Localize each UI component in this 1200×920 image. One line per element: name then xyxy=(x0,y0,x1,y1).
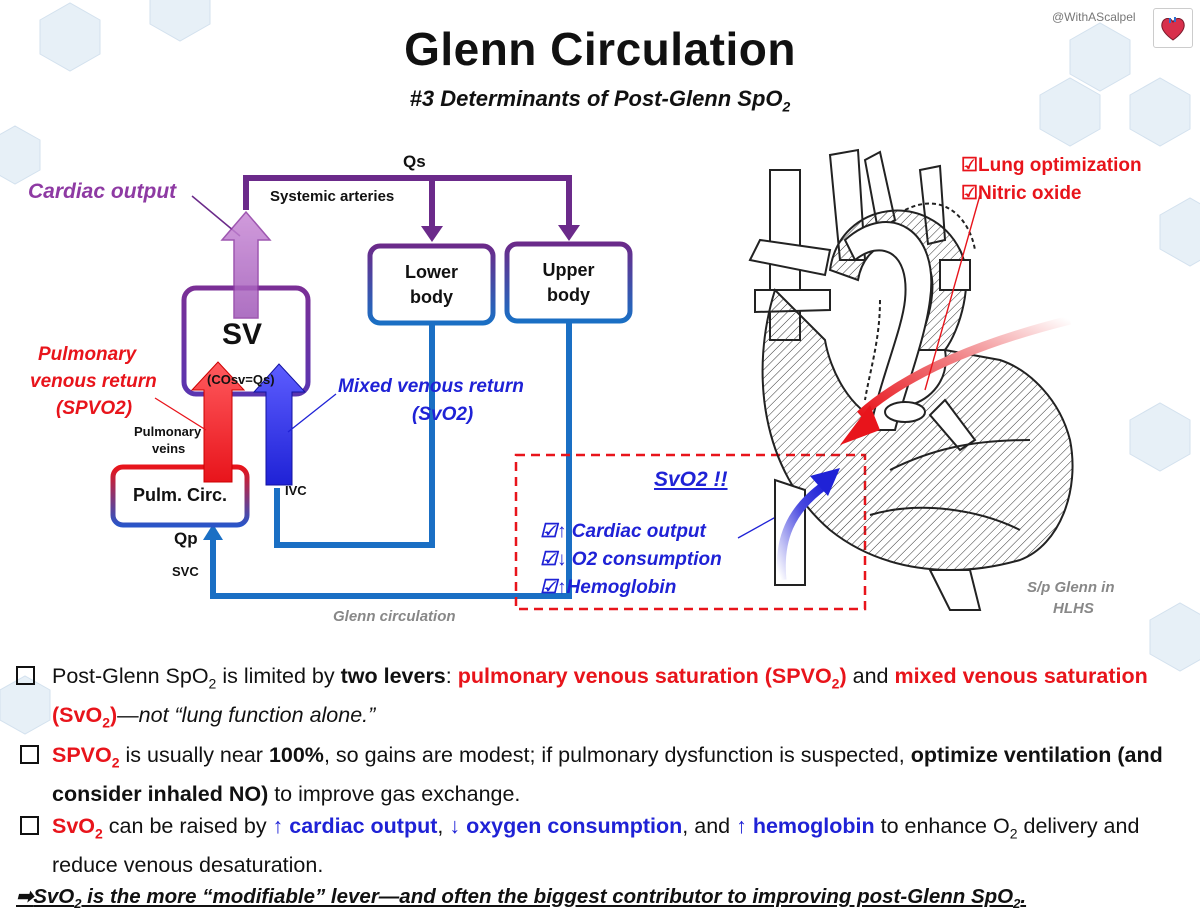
pvr-label-3: (SPVO2) xyxy=(56,398,133,419)
svo2-items: ☑↑ Cardiac output ☑↓ O2 consumption ☑↑He… xyxy=(540,518,722,602)
svo2-item-hemoglobin: ☑↑Hemoglobin xyxy=(540,577,677,598)
heart-caption-1: S/p Glenn in xyxy=(1027,579,1115,596)
svc-label: SVC xyxy=(172,564,199,579)
co-equation-label: (COsv=Qs) xyxy=(207,372,275,387)
pvr-label-2: venous return xyxy=(30,371,157,392)
ivc-label: IVC xyxy=(285,483,307,498)
mixed-venous-arrow xyxy=(252,363,307,486)
qs-label: Qs xyxy=(403,152,426,171)
conclusion-line: ➡SvO2 is the more “modifiable” lever—and… xyxy=(16,885,1027,912)
pulmonary-flow-curve xyxy=(856,315,1072,419)
upper-body-box xyxy=(504,241,633,324)
arrow-to-lower-body xyxy=(421,226,443,242)
systemic-arteries-label: Systemic arteries xyxy=(270,188,395,205)
pvr-pointer xyxy=(154,397,207,431)
lower-body-box xyxy=(367,243,496,326)
svo2-item-o2-consumption: ☑↓ O2 consumption xyxy=(540,549,722,570)
arrow-to-pulm-circ xyxy=(203,524,223,540)
lung-item-nitric-oxide: ☑Nitric oxide xyxy=(961,183,1082,204)
lung-items: ☑Lung optimization ☑Nitric oxide xyxy=(961,152,1142,208)
glenn-circulation-caption: Glenn circulation xyxy=(333,608,456,625)
checkbox-icon xyxy=(20,815,39,835)
hexagon-background xyxy=(0,0,1200,735)
author-handle: @WithAScalpel xyxy=(1052,10,1136,24)
red-curve-arrowhead xyxy=(840,405,880,445)
pulm-circ-label: Pulm. Circ. xyxy=(132,485,228,505)
upper-body-label-2: body xyxy=(547,285,590,305)
mvr-label-1: Mixed venous return xyxy=(338,376,524,397)
pulmonary-venous-arrow xyxy=(190,361,246,483)
page-subtitle: #3 Determinants of Post-Glenn SpO2 xyxy=(409,86,791,115)
svo2-item-cardiac-output: ☑↑ Cardiac output xyxy=(540,521,706,542)
bullet-3: SvO2 can be raised by ↑ cardiac output, … xyxy=(16,810,1191,881)
mvr-label-2: (SvO2) xyxy=(412,404,474,425)
lung-pointer xyxy=(924,194,981,391)
upper-body-label-1: Upper xyxy=(542,260,595,280)
lower-body-label-2: body xyxy=(410,287,453,307)
svc-glenn-line xyxy=(210,320,572,599)
pvr-label-1: Pulmonary xyxy=(38,344,137,365)
ivc-return-line xyxy=(274,322,435,548)
lung-item-optimization: ☑Lung optimization xyxy=(961,155,1142,176)
svo2-title: SvO2 !! xyxy=(654,468,728,491)
checkbox-icon xyxy=(20,744,39,764)
systemic-artery-lines xyxy=(243,175,572,228)
venous-flow-curve xyxy=(776,481,828,581)
lower-body-label-1: Lower xyxy=(404,262,458,282)
cardiac-output-arrow xyxy=(220,210,272,319)
bullet-2: SPVO2 is usually near 100%, so gains are… xyxy=(16,739,1191,810)
blue-curve-arrowhead xyxy=(810,468,840,496)
pulm-veins-label-2: veins xyxy=(152,441,186,456)
glenn-flow-diagram xyxy=(110,175,867,611)
sv-label: SV xyxy=(222,318,263,351)
arrow-right-icon: ➡ xyxy=(16,885,34,909)
bullet-1: Post-Glenn SpO2 is limited by two levers… xyxy=(16,660,1191,739)
page-title: Glenn Circulation xyxy=(404,23,796,75)
heart-logo-icon xyxy=(1153,8,1193,48)
arrow-to-upper-body xyxy=(558,225,580,241)
qp-label: Qp xyxy=(174,529,198,548)
cardiac-output-label: Cardiac output xyxy=(28,180,177,203)
pulm-veins-label-1: Pulmonary xyxy=(134,424,202,439)
bullet-list: Post-Glenn SpO2 is limited by two levers… xyxy=(16,660,1191,920)
checkbox-icon xyxy=(16,666,35,685)
heart-caption-2: HLHS xyxy=(1053,600,1094,617)
mvr-pointer xyxy=(287,393,337,433)
heart-illustration xyxy=(748,148,1074,611)
